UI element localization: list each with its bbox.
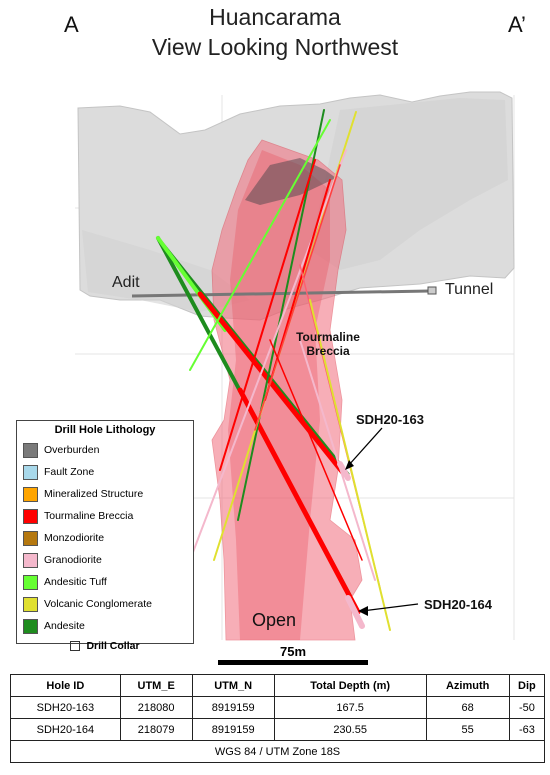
title-line-2: View Looking Northwest: [151, 34, 399, 60]
breccia-dark-cap: [245, 158, 336, 205]
section-view: Huancarama View Looking Northwest A A’ A…: [0, 2, 550, 652]
table-cell: UTM_N: [191, 674, 275, 697]
legend-swatch: [23, 552, 38, 568]
table-footer-row: WGS 84 / UTM Zone 18S: [10, 740, 545, 763]
breccia-label-line-2: Breccia: [306, 344, 350, 358]
table-cell: 167.5: [273, 696, 427, 719]
legend-item: Mineralized Structure: [23, 483, 187, 505]
scale-bar: [218, 660, 368, 665]
table-cell: 8919159: [191, 718, 275, 741]
legend-item: Granodiorite: [23, 549, 187, 571]
legend-item-label: Mineralized Structure: [44, 488, 144, 500]
topography-shading: [310, 98, 508, 270]
breccia-label: Tourmaline Breccia: [278, 330, 378, 358]
table-cell: -63: [508, 718, 546, 741]
table-cell: Hole ID: [10, 674, 121, 697]
breccia-label-line-1: Tourmaline: [296, 330, 360, 344]
section-label-right: A’: [508, 12, 526, 37]
drill-collar-icon: [70, 641, 81, 651]
table-cell: Total Depth (m): [273, 674, 427, 697]
table-cell: Azimuth: [425, 674, 510, 697]
adit-label: Adit: [112, 274, 140, 291]
legend-swatch: [23, 464, 38, 480]
table-cell: Dip: [508, 674, 546, 697]
hole-163-arrow: [347, 427, 383, 467]
legend-item-label: Andesitic Tuff: [44, 576, 107, 588]
section-label-left: A: [64, 12, 79, 37]
legend-item-label: Fault Zone: [44, 466, 95, 478]
legend-collar-row: Drill Collar: [23, 637, 187, 655]
legend-item: Monzodiorite: [23, 527, 187, 549]
legend-title: Drill Hole Lithology: [54, 424, 156, 436]
legend-swatch: [23, 618, 38, 634]
adit-tunnel-line: [131, 289, 431, 298]
table-cell: 230.55: [273, 718, 427, 741]
legend-swatch: [23, 442, 38, 458]
table-cell: SDH20-164: [10, 718, 121, 741]
table-footer-cell: WGS 84 / UTM Zone 18S: [10, 740, 545, 763]
drill-collar-label: Drill Collar: [86, 640, 140, 652]
table-cell: UTM_E: [119, 674, 193, 697]
legend-swatch: [23, 486, 38, 502]
legend-item: Fault Zone: [23, 461, 187, 483]
geology-section-graphic: [75, 91, 515, 641]
legend-item-label: Tourmaline Breccia: [44, 510, 134, 522]
hole-164-label: SDH20-164: [424, 597, 492, 612]
table-cell: 218080: [119, 696, 193, 719]
map-title: Huancarama View Looking Northwest: [0, 2, 550, 62]
legend-item-label: Volcanic Conglomerate: [44, 598, 152, 610]
legend-item: Andesitic Tuff: [23, 571, 187, 593]
table-cell: SDH20-163: [10, 696, 121, 719]
tunnel-label: Tunnel: [445, 281, 494, 298]
legend-swatch: [23, 574, 38, 590]
hole-164-arrow: [361, 603, 419, 612]
hole-163-label: SDH20-163: [356, 412, 424, 427]
hole-163-arrowhead: [345, 460, 354, 470]
table-cell: 218079: [119, 718, 193, 741]
legend-item-label: Andesite: [44, 620, 85, 632]
legend-item-label: Overburden: [44, 444, 100, 456]
legend-swatch: [23, 596, 38, 612]
legend-item-label: Monzodiorite: [44, 532, 105, 544]
legend-item: Andesite: [23, 615, 187, 637]
legend-swatch: [23, 530, 38, 546]
table-cell: 8919159: [191, 696, 275, 719]
table-cell: 55: [425, 718, 510, 741]
tunnel-portal: [427, 286, 437, 295]
table-cell: 68: [425, 696, 510, 719]
legend-swatch: [23, 508, 38, 524]
title-line-1: Huancarama: [209, 4, 341, 30]
drill-holes: [156, 109, 391, 631]
legend-item: Volcanic Conglomerate: [23, 593, 187, 615]
legend-item-label: Granodiorite: [44, 554, 102, 566]
scale-label: 75m: [279, 644, 307, 659]
legend-item: Overburden: [23, 439, 187, 461]
open-label: Open: [252, 610, 297, 630]
hole-164-arrowhead: [358, 606, 368, 616]
topography-lower-shading: [82, 230, 250, 312]
table-cell: -50: [508, 696, 546, 719]
legend-item: Tourmaline Breccia: [23, 505, 187, 527]
